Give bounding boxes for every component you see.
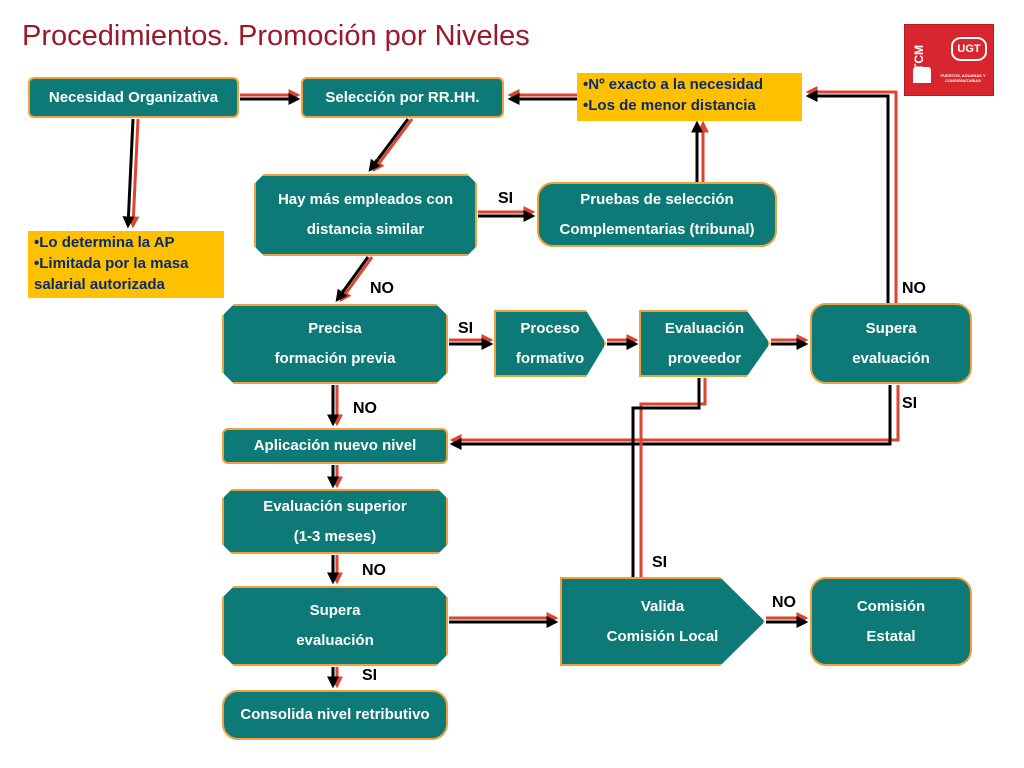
note-determina-ap: •Lo determina la AP •Limitada por la masa… — [28, 231, 224, 298]
node-consolida-nivel: Consolida nivel retributivo — [222, 690, 448, 740]
connector-hay-mas-precisa-red — [339, 256, 374, 302]
label-no-supera-top: NO — [902, 280, 926, 297]
connector-seleccion-hay-mas-red — [372, 118, 414, 172]
node-valida-comision-local-line-1: Valida — [640, 597, 685, 615]
node-necesidad-organizativa: Necesidad Organizativa — [28, 77, 239, 118]
label-no-aplicacion: NO — [353, 400, 377, 417]
note-seleccion-criteria: •Nº exacto a la necesidad •Los de menor d… — [577, 73, 802, 121]
node-aplicacion-nuevo-nivel: Aplicación nuevo nivel — [222, 428, 448, 464]
connector-necesidad-note-ap-red — [127, 118, 140, 229]
label-si-supera-top: SI — [902, 395, 918, 412]
node-seleccion-rrhh: Selección por RR.HH. — [301, 77, 504, 118]
node-supera-evaluacion-bottom-line-2: evaluación — [296, 632, 374, 649]
node-necesidad-organizativa-line-1: Necesidad Organizativa — [48, 88, 219, 106]
node-supera-evaluacion-bottom: Supera evaluación — [222, 586, 448, 666]
node-consolida-nivel-line-1: Consolida nivel retributivo — [240, 706, 430, 723]
label-no-precisa: NO — [370, 280, 394, 297]
node-proceso-formativo-line-2: formativo — [515, 349, 585, 367]
connector-seleccion-hay-mas-black — [368, 118, 410, 172]
node-supera-evaluacion-top-line-1: Supera — [865, 319, 917, 337]
node-valida-comision-local-line-2: Comisión Local — [606, 627, 719, 645]
logo-crane-icon — [913, 67, 931, 83]
label-no-comision: NO — [772, 594, 796, 611]
tcm-ugt-logo: TCM UGT PUERTOS, ADUANAS Y CONSIGNATARIA… — [904, 24, 994, 96]
connector-valida-eval-proveedor-red — [639, 378, 707, 577]
node-evaluacion-superior-line-2: (1-3 meses) — [293, 527, 377, 545]
node-comision-estatal-line-1: Comisión — [856, 597, 926, 615]
node-supera-evaluacion-bottom-line-1: Supera — [309, 602, 361, 619]
node-hay-mas-empleados-line-2: distancia similar — [306, 221, 425, 238]
node-evaluacion-proveedor: Evaluación proveedor — [639, 310, 770, 377]
node-evaluacion-superior: Evaluación superior (1-3 meses) — [222, 489, 448, 554]
node-seleccion-rrhh-line-1: Selección por RR.HH. — [325, 88, 480, 106]
connector-supera-top-aplicacion-red — [449, 385, 900, 446]
node-evaluacion-proveedor-line-1: Evaluación — [664, 319, 745, 337]
node-aplicacion-nuevo-nivel-line-1: Aplicación nuevo nivel — [253, 437, 417, 454]
node-pruebas-seleccion-line-1: Pruebas de selección — [580, 190, 734, 208]
label-si-consolida: SI — [362, 667, 378, 684]
note-seleccion-criteria-line-2: •Los de menor distancia — [583, 97, 756, 114]
note-seleccion-criteria-line-1: •Nº exacto a la necesidad — [583, 76, 763, 93]
connector-valida-eval-proveedor-black — [631, 378, 701, 577]
label-si-proceso: SI — [458, 320, 474, 337]
connector-necesidad-note-ap-black — [122, 118, 135, 229]
logo-ugt-text: UGT — [951, 37, 987, 61]
node-hay-mas-empleados-line-1: Hay más empleados con — [277, 191, 454, 208]
node-supera-evaluacion-top: Supera evaluación — [810, 303, 972, 384]
node-proceso-formativo: Proceso formativo — [494, 310, 606, 377]
node-precisa-formacion-line-1: Precisa — [308, 320, 362, 337]
connector-supera-top-criteria-black — [805, 90, 890, 303]
node-pruebas-seleccion-line-2: Complementarias (tribunal) — [559, 220, 755, 238]
logo-subtitle: PUERTOS, ADUANAS Y CONSIGNATARIAS — [940, 73, 986, 83]
note-determina-ap-line-2: •Limitada por la masa — [34, 255, 189, 272]
node-comision-estatal-line-2: Estatal — [866, 627, 916, 645]
label-no-supera-bottom: NO — [362, 562, 386, 579]
note-determina-ap-line-1: •Lo determina la AP — [34, 234, 175, 251]
node-evaluacion-superior-line-1: Evaluación superior — [263, 497, 407, 515]
node-hay-mas-empleados: Hay más empleados con distancia similar — [254, 174, 477, 256]
connector-hay-mas-precisa-black — [335, 256, 370, 302]
label-si-pruebas: SI — [498, 190, 514, 207]
label-si-valida: SI — [652, 554, 668, 571]
node-proceso-formativo-line-1: Proceso — [520, 319, 580, 337]
connector-supera-top-aplicacion-black — [449, 385, 892, 450]
page-title: Procedimientos. Promoción por Niveles — [22, 20, 530, 52]
node-precisa-formacion: Precisa formación previa — [222, 304, 448, 384]
node-supera-evaluacion-top-line-2: evaluación — [852, 349, 930, 367]
node-precisa-formacion-line-2: formación previa — [274, 350, 396, 367]
connector-supera-top-criteria-red — [805, 86, 898, 303]
note-determina-ap-line-3: salarial autorizada — [34, 276, 165, 293]
node-evaluacion-proveedor-line-2: proveedor — [667, 349, 742, 367]
